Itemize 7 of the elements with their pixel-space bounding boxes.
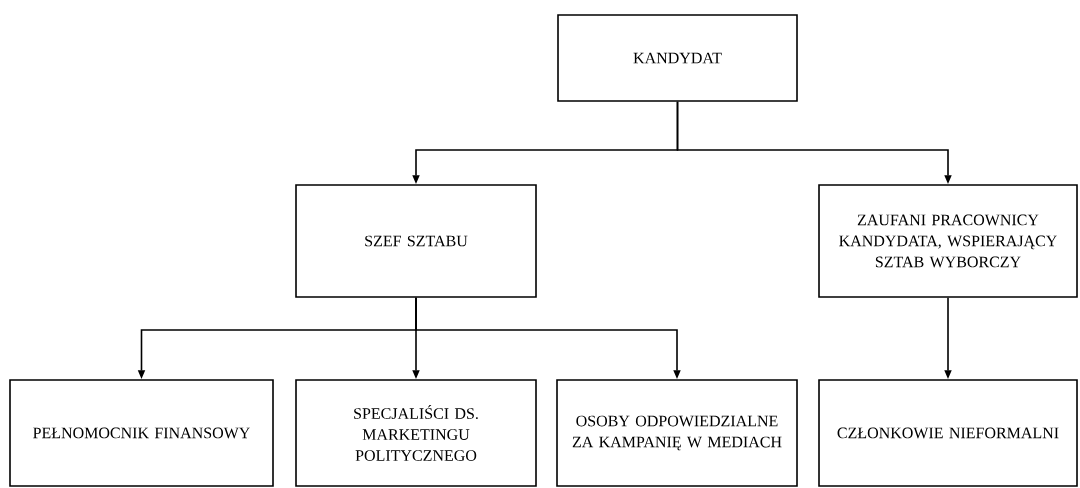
org-box: SPECJALIŚCI DS. MARKETINGU POLITYCZNEGO <box>295 379 537 487</box>
org-box: PEŁNOMOCNIK FINANSOWY <box>9 379 274 487</box>
org-box: ZAUFANI PRACOWNICY KANDYDATA, WSPIERAJĄCY SZTAB WYBORCZY <box>818 184 1078 298</box>
org-box: CZŁONKOWIE NIEFORMALNI <box>818 379 1078 487</box>
org-box: OSOBY ODPOWIEDZIALNE ZA KAMPANIĘ W MEDIACH <box>556 379 798 487</box>
org-box: KANDYDAT <box>557 14 798 102</box>
org-box: SZEF SZTABU <box>295 184 537 298</box>
